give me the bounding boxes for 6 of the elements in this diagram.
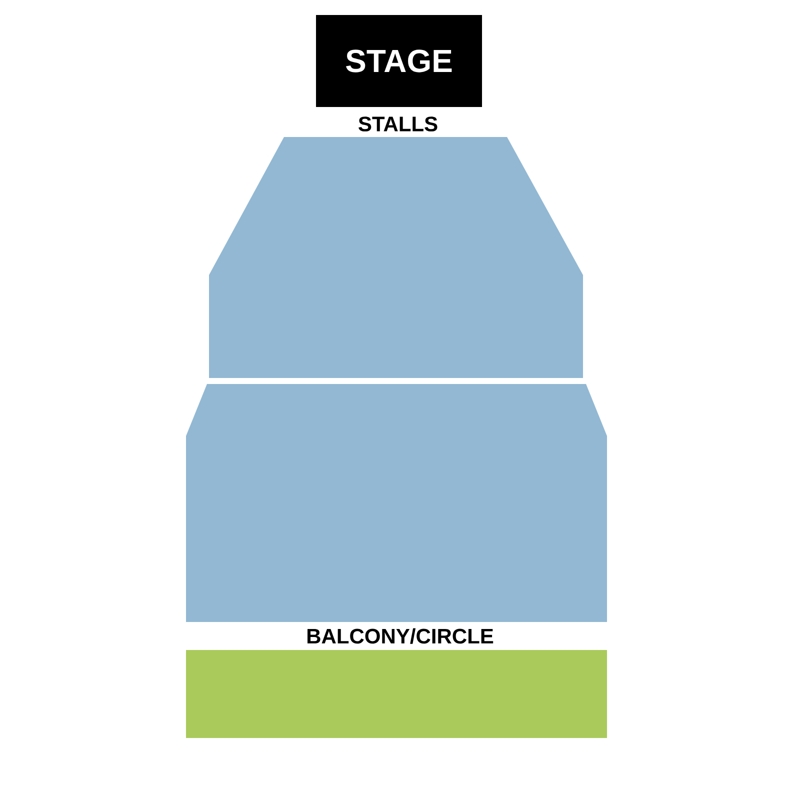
seating-section: BALCONY/CIRCLE (186, 628, 607, 738)
seating-section: STALLS (209, 116, 583, 378)
node-label: STALLS (358, 116, 438, 132)
stage-box: STAGE (316, 15, 482, 107)
node-label: BALCONY/CIRCLE (308, 628, 494, 644)
seating-section (186, 384, 607, 622)
